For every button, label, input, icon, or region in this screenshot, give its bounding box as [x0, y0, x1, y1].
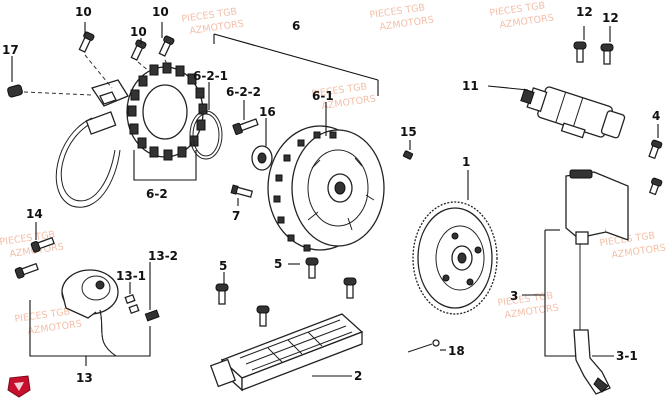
callout-11: 11 — [462, 79, 479, 93]
starter-motor — [520, 86, 626, 139]
callout-2: 2 — [354, 369, 362, 383]
pulser-screws — [14, 236, 55, 279]
callout-13: 13 — [76, 371, 93, 385]
callout-10: 10 — [75, 5, 92, 19]
regulator-rectifier — [209, 313, 364, 392]
callout-12: 12 — [576, 5, 593, 19]
callout-13-1: 13-1 — [116, 269, 146, 283]
callout-6: 6 — [292, 19, 300, 33]
callout-5: 5 — [219, 259, 227, 273]
callout-15: 15 — [400, 125, 417, 139]
callout-10: 10 — [130, 25, 147, 39]
pulser-coil — [61, 269, 119, 357]
washer-part — [251, 145, 273, 171]
clip-part — [407, 339, 440, 353]
stator-screws — [78, 31, 175, 89]
callout-6-2-1: 6-2-1 — [193, 69, 228, 83]
coil-screws — [648, 139, 663, 196]
regulator-screws — [215, 257, 357, 327]
callout-5: 5 — [274, 257, 282, 271]
callout-16: 16 — [259, 105, 276, 119]
callout-6-2: 6-2 — [146, 187, 168, 201]
grommet-part — [7, 84, 93, 98]
callout-labels: 10 10 10 17 6 6-2-1 6-2-2 6-1 16 6-2 7 1… — [2, 5, 660, 385]
flywheel-rotor — [267, 125, 385, 252]
starter-gear — [412, 201, 498, 315]
brand-logo — [7, 375, 31, 398]
callout-6-2-2: 6-2-2 — [226, 85, 261, 99]
pin-part — [230, 184, 254, 198]
callout-10: 10 — [152, 5, 169, 19]
leader-lines — [11, 22, 659, 377]
stator-assembly — [55, 62, 208, 208]
spark-plug-cap — [573, 329, 611, 395]
bolt-part — [232, 118, 259, 135]
key-part — [402, 150, 414, 160]
o-ring-part — [189, 110, 223, 160]
callout-1: 1 — [462, 155, 470, 169]
callout-13-2: 13-2 — [148, 249, 178, 263]
callout-4: 4 — [652, 109, 660, 123]
pulser-grommets — [124, 293, 160, 322]
callout-17: 17 — [2, 43, 19, 57]
callout-14: 14 — [26, 207, 43, 221]
callout-12: 12 — [602, 11, 619, 25]
callout-7: 7 — [232, 209, 240, 223]
callout-18: 18 — [448, 344, 465, 358]
ignition-coil — [565, 169, 629, 330]
starter-screws — [573, 41, 614, 65]
callout-3-1: 3-1 — [616, 349, 638, 363]
callout-3: 3 — [510, 289, 518, 303]
callout-6-1: 6-1 — [312, 89, 334, 103]
